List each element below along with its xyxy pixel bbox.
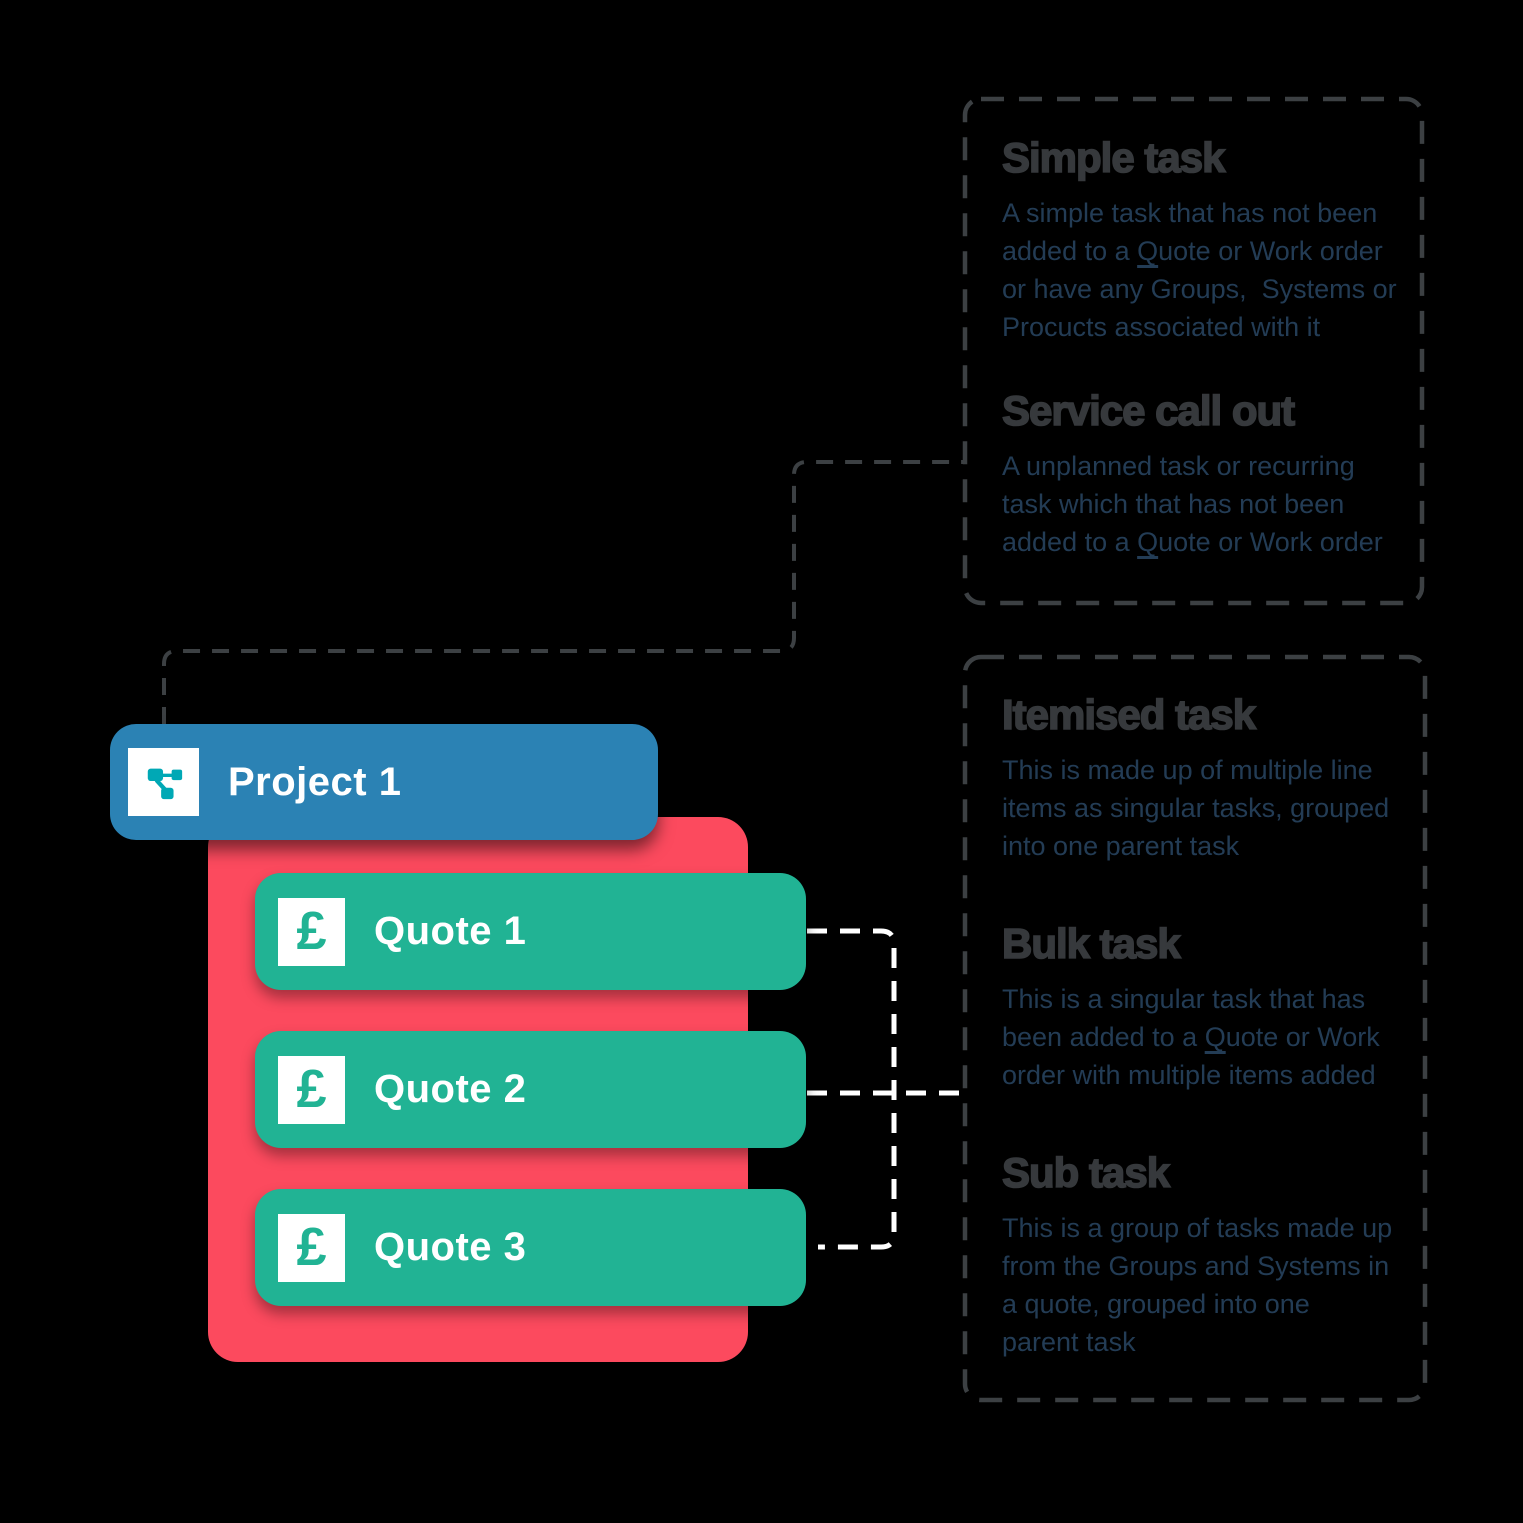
bulk-task-heading: Bulk task bbox=[1001, 920, 1181, 968]
quote-1-label: Quote 1 bbox=[374, 909, 527, 953]
bulk-task-description: This is a singular task that has been ad… bbox=[1002, 984, 1380, 1090]
pound-icon-tile: £ bbox=[278, 1213, 345, 1282]
sub-task-heading: Sub task bbox=[1001, 1149, 1171, 1197]
quotes-bracket-connector bbox=[807, 928, 897, 1250]
quote-3-label: Quote 3 bbox=[374, 1225, 527, 1269]
workflow-icon bbox=[147, 768, 182, 800]
itemised-task-description: This is made up of multiple line items a… bbox=[1002, 755, 1390, 861]
quote-3-node: £ Quote 3 bbox=[255, 1189, 806, 1306]
simple-task-panel-border bbox=[962, 96, 1425, 606]
service-call-out-description: A unplanned task or recurring task which… bbox=[1002, 451, 1383, 557]
project-node: Project 1 bbox=[110, 724, 658, 840]
project-to-panel-connector bbox=[162, 460, 963, 724]
simple-task-description: A simple task that has not been added to… bbox=[1002, 198, 1397, 342]
pound-sign-icon: £ bbox=[296, 1216, 327, 1277]
quote-2-node: £ Quote 2 bbox=[255, 1031, 806, 1148]
simple-task-heading: Simple task bbox=[1001, 134, 1226, 182]
pound-icon-tile: £ bbox=[278, 897, 345, 966]
project-label: Project 1 bbox=[228, 759, 402, 804]
quote-1-node: £ Quote 1 bbox=[255, 873, 806, 990]
sub-task-description: This is a group of tasks made up from th… bbox=[1002, 1213, 1393, 1357]
pound-sign-icon: £ bbox=[296, 900, 327, 961]
itemised-task-panel-border bbox=[962, 654, 1428, 1403]
quote-2-label: Quote 2 bbox=[374, 1067, 527, 1111]
pound-icon-tile: £ bbox=[278, 1055, 345, 1124]
pound-sign-icon: £ bbox=[296, 1058, 327, 1119]
itemised-task-heading: Itemised task bbox=[1001, 691, 1257, 739]
task-types-panel-bottom: Itemised task This is made up of multipl… bbox=[1001, 691, 1404, 1361]
service-call-out-heading: Service call out bbox=[1001, 387, 1296, 435]
project-icon-tile bbox=[128, 748, 199, 816]
task-types-panel-top: Simple task A simple task that has not b… bbox=[1001, 134, 1404, 561]
